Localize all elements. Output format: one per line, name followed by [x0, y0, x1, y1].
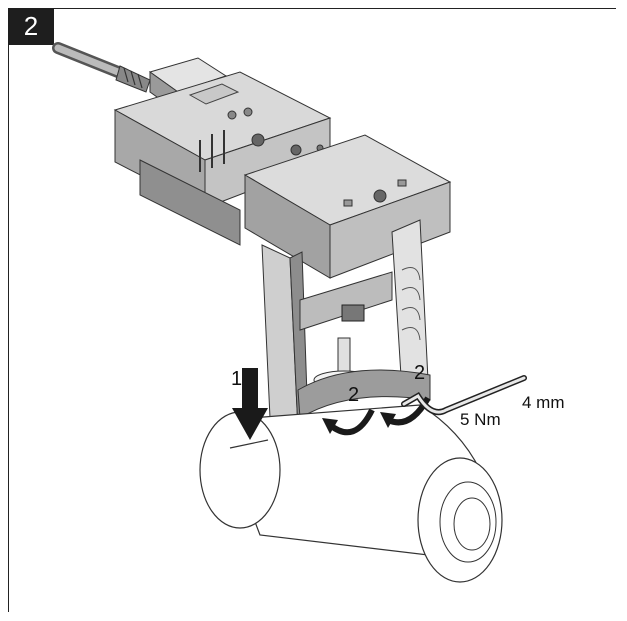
cable: [52, 42, 151, 93]
torque-label: 5 Nm: [460, 410, 501, 429]
wrench-size-label: 4 mm: [522, 393, 565, 412]
step-number-badge: 2: [8, 8, 54, 45]
valve-body: [199, 404, 503, 583]
illustration-frame: [8, 8, 616, 612]
allen-key-icon: [401, 375, 527, 416]
yoke-bracket: [261, 219, 429, 431]
push-down-arrow: [229, 368, 269, 449]
rotation-arrow-left: [322, 408, 375, 436]
step-1-label: 1: [231, 368, 243, 390]
step-2-label-left: 2: [348, 384, 360, 406]
step-2-label-right: 2: [414, 362, 426, 384]
